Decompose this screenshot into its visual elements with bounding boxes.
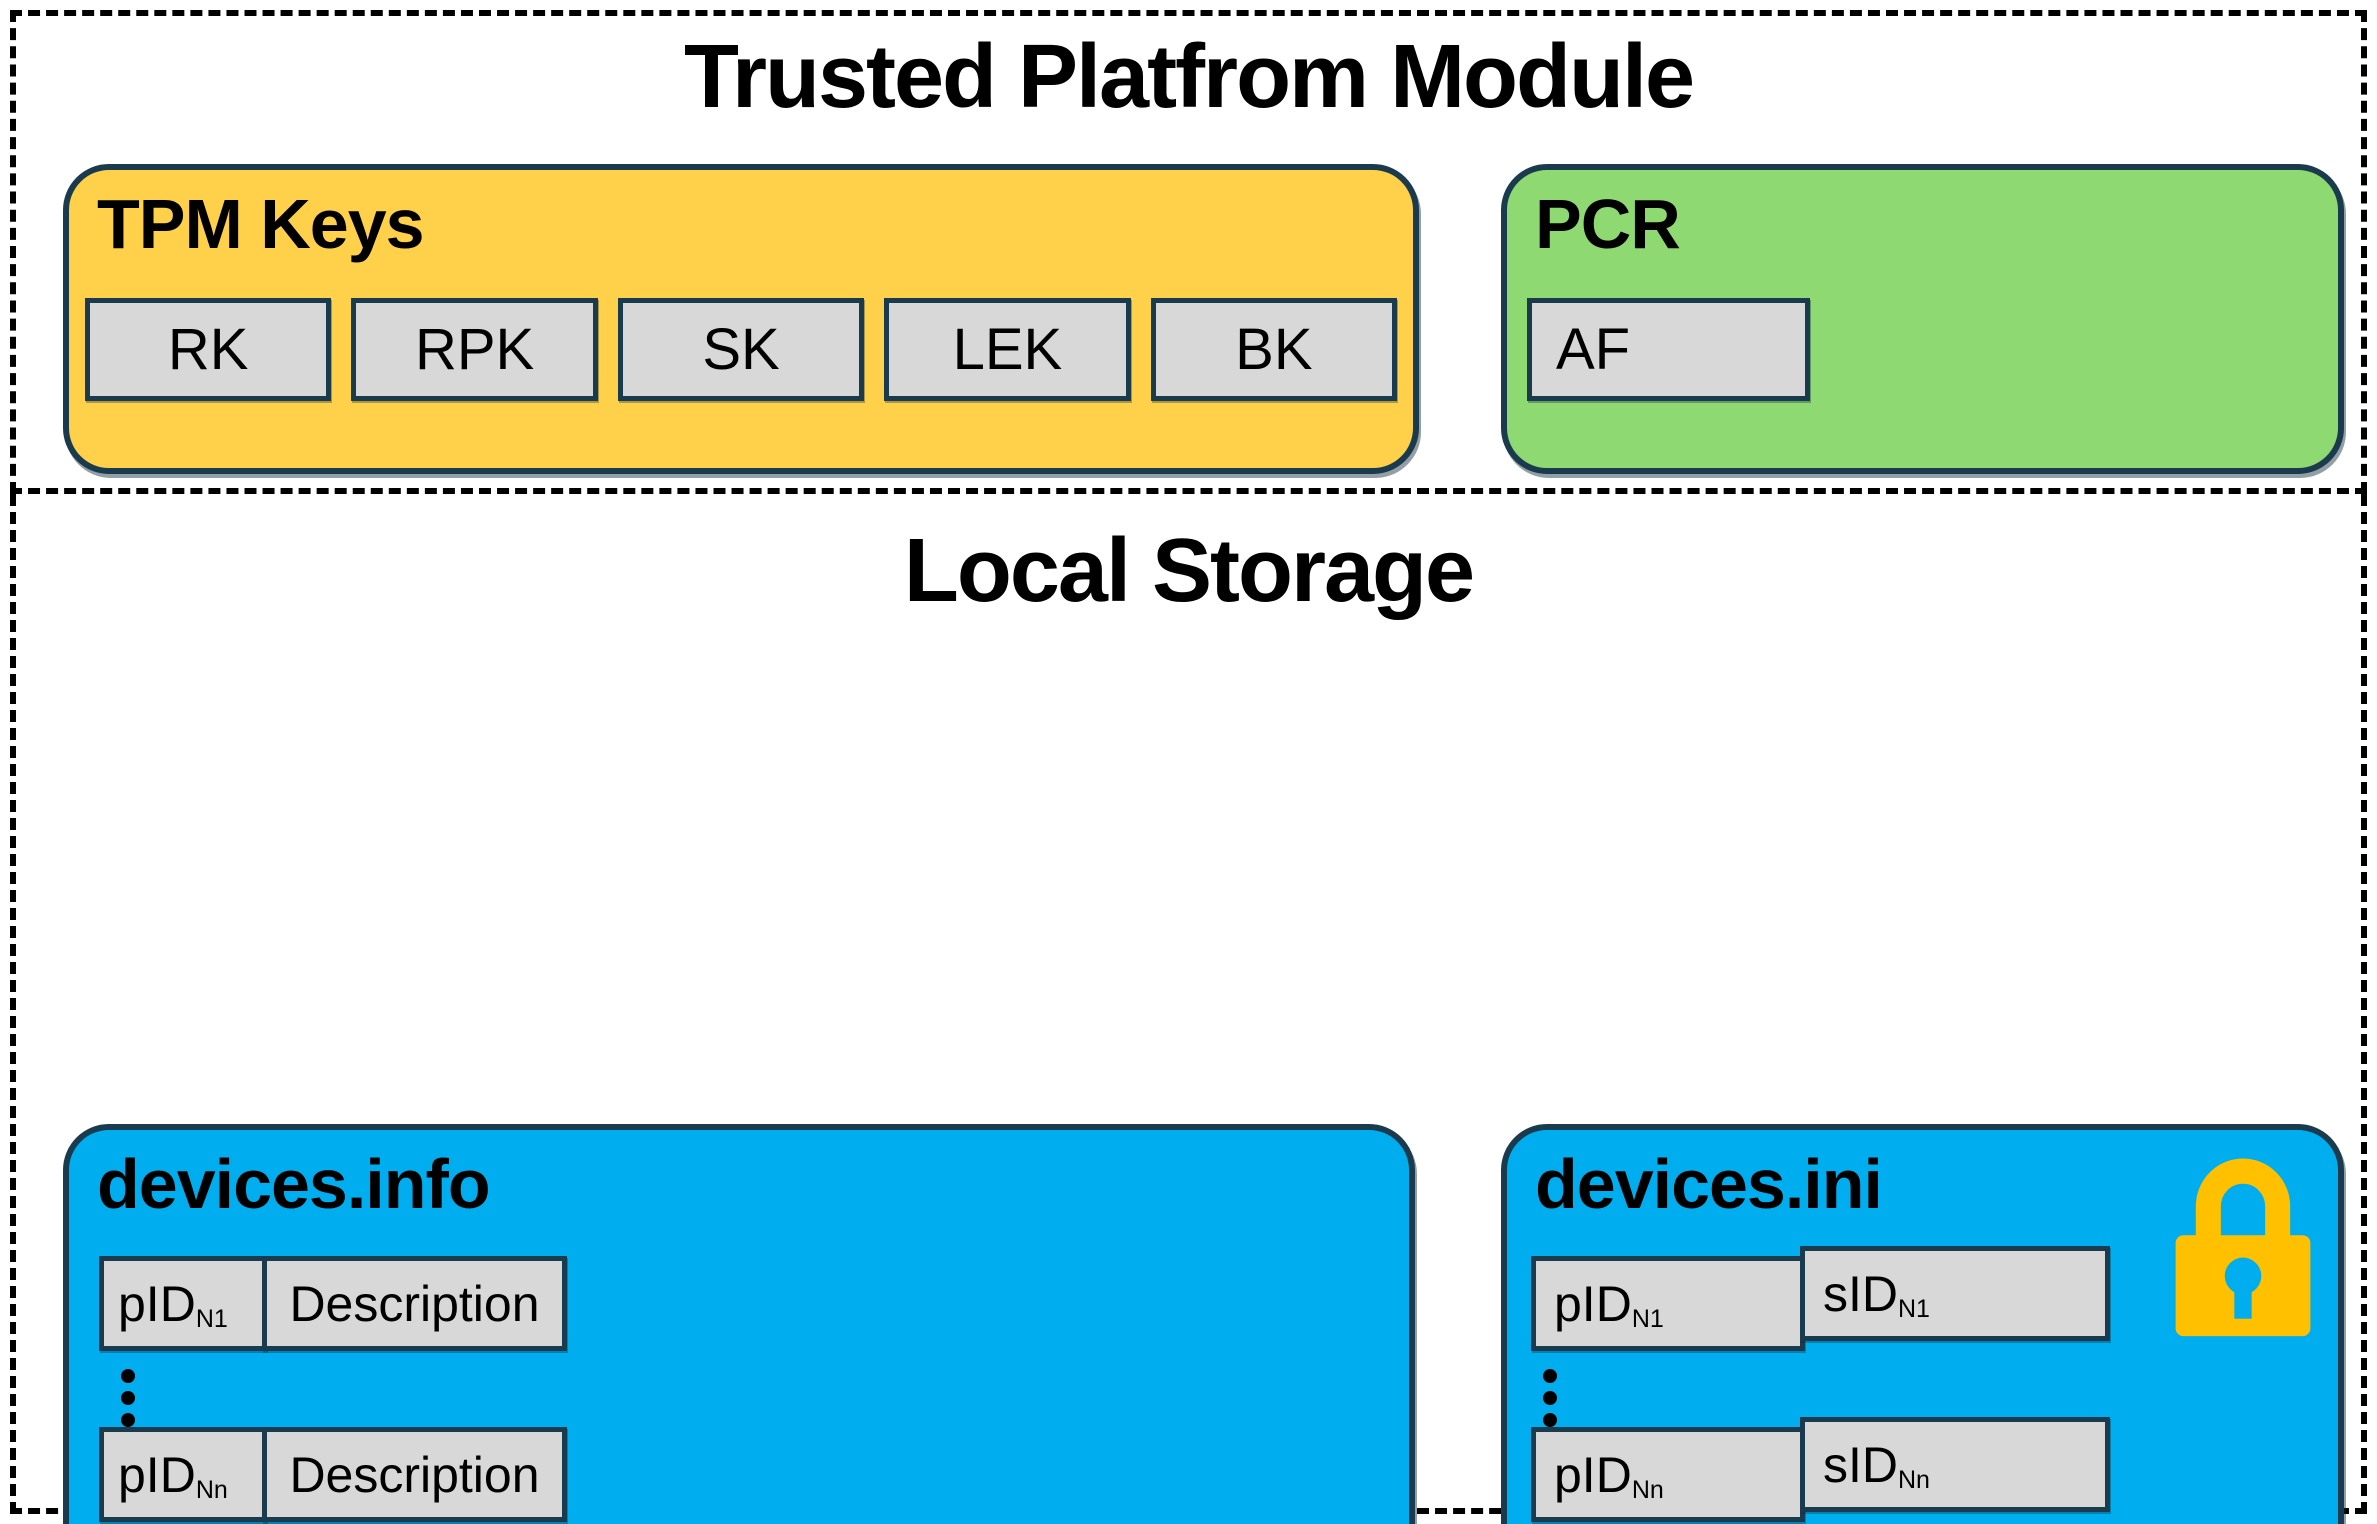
lock-icon [2175, 1158, 2311, 1337]
local-storage-title: Local Storage [903, 521, 1475, 621]
description-cell: Description [262, 1427, 567, 1522]
sid-subscript: Nn [1898, 1466, 1930, 1494]
pid-subscript: Nn [195, 1476, 228, 1504]
devices-ini-title: devices.ini [1535, 1145, 1883, 1223]
pid-subscript: Nn [1631, 1476, 1664, 1504]
dot [121, 1413, 135, 1427]
tpm-key-cell-rk: RK [85, 298, 332, 401]
description-label: Description [289, 1446, 540, 1503]
pcr-box: PCR AF [1501, 164, 2344, 474]
tpm-key-cell-rpk: RPK [351, 298, 598, 401]
pid-label: pID [118, 1275, 196, 1332]
tpm-key-label: SK [702, 316, 780, 382]
tpm-key-label: BK [1235, 316, 1313, 382]
description-label: Description [289, 1275, 540, 1332]
pcr-af-cell: AF [1527, 298, 1810, 401]
ellipsis-dots [1543, 1369, 1557, 1435]
pid-subscript: N1 [195, 1305, 228, 1333]
sid-subscript: N1 [1898, 1295, 1930, 1323]
sid-label: sID [1823, 1436, 1898, 1493]
dot [1543, 1391, 1557, 1405]
devices-info-title: devices.info [97, 1145, 491, 1223]
tpm-key-cell-lek: LEK [884, 298, 1131, 401]
tpm-section-title: Trusted Platfrom Module [683, 27, 1695, 127]
pid-label: pID [118, 1446, 196, 1503]
ellipsis-dots [121, 1369, 135, 1435]
pcr-title: PCR [1535, 185, 1681, 263]
tpm-section: Trusted Platfrom Module TPM Keys RK RPK … [10, 10, 2367, 494]
tpm-key-cell-bk: BK [1150, 298, 1398, 401]
tpm-keys-box: TPM Keys RK RPK SK LEK BK [63, 164, 1419, 474]
dot [1543, 1369, 1557, 1383]
tpm-key-label: RK [167, 316, 249, 382]
dot [121, 1391, 135, 1405]
pcr-af-label: AF [1556, 316, 1631, 382]
tpm-key-cell-sk: SK [617, 298, 865, 401]
pid-label: pID [1554, 1446, 1632, 1503]
tpm-key-label: RPK [414, 316, 535, 382]
pid-subscript: N1 [1631, 1305, 1664, 1333]
dot [121, 1369, 135, 1383]
sid-label: sID [1823, 1265, 1898, 1322]
pid-label: pID [1554, 1275, 1632, 1332]
tpm-key-label: LEK [952, 316, 1063, 382]
tpm-keys-title: TPM Keys [97, 185, 425, 263]
description-cell: Description [262, 1256, 567, 1351]
dot [1543, 1413, 1557, 1427]
tpm-keys-row: RK RPK SK LEK BK [85, 298, 1398, 401]
